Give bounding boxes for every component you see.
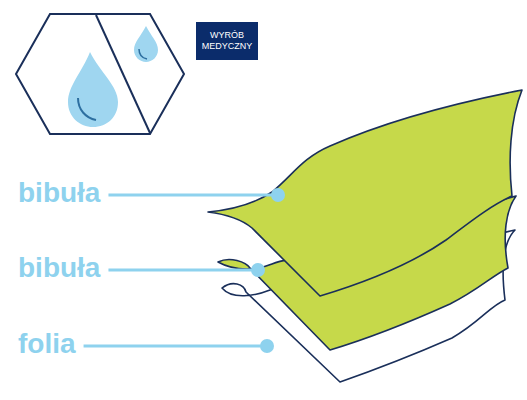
leader-line — [84, 345, 267, 348]
badge-box: WYRÓB MEDYCZNY — [196, 22, 258, 60]
leader-dot — [260, 339, 274, 353]
drop-shine — [139, 49, 147, 59]
layer-label: bibuła — [18, 177, 100, 209]
tissue-layer — [208, 90, 522, 296]
water-drop — [134, 26, 158, 62]
layer-label: bibuła — [18, 252, 100, 284]
slash-line — [96, 15, 150, 133]
leader-line — [108, 269, 258, 272]
leader-line — [108, 194, 278, 197]
drop-shine — [78, 98, 96, 120]
leader-dot — [251, 263, 265, 277]
leader-dot — [271, 188, 285, 202]
water-drop — [68, 52, 118, 127]
layer-label: folia — [18, 328, 76, 360]
hexagon-icon — [16, 14, 184, 134]
badge-text: WYRÓB MEDYCZNY — [200, 30, 254, 52]
